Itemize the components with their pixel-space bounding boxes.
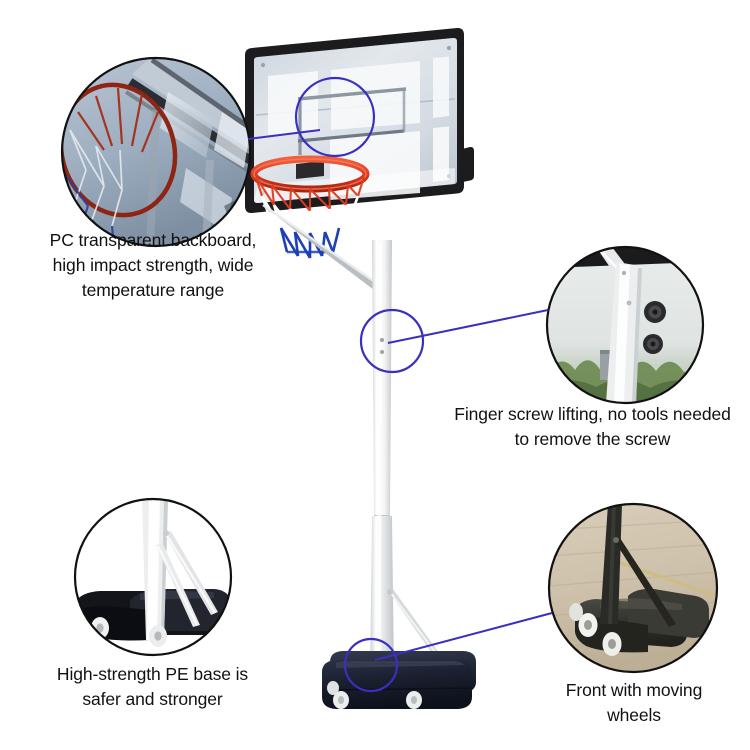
base-wheels xyxy=(327,681,422,709)
callout-target-finger-screw xyxy=(359,308,425,374)
callout-target-backboard xyxy=(294,76,376,158)
inset-photo-moving-wheels xyxy=(547,502,719,674)
pe-base xyxy=(322,651,476,709)
inset-photo-finger-screw xyxy=(545,245,705,405)
inset-photo-pe-base xyxy=(73,497,233,657)
leader-line-finger-screw xyxy=(387,309,549,344)
callout-target-moving-wheels xyxy=(343,637,399,693)
leader-line-moving-wheels xyxy=(374,612,553,661)
product-illustration xyxy=(245,27,476,709)
caption-finger-screw: Finger screw lifting, no tools needed to… xyxy=(454,404,731,449)
leader-line-backboard xyxy=(247,129,321,140)
caption-pe-base: High-strength PE base is safer and stron… xyxy=(56,664,249,709)
inset-photo-backboard xyxy=(60,56,252,248)
support-pole xyxy=(262,204,447,676)
callout-markers xyxy=(247,76,553,693)
caption-moving-wheels: Front with moving wheels xyxy=(565,680,703,725)
caption-backboard: PC transparent backboard, high impact st… xyxy=(49,230,257,300)
rim-and-net xyxy=(250,155,370,259)
